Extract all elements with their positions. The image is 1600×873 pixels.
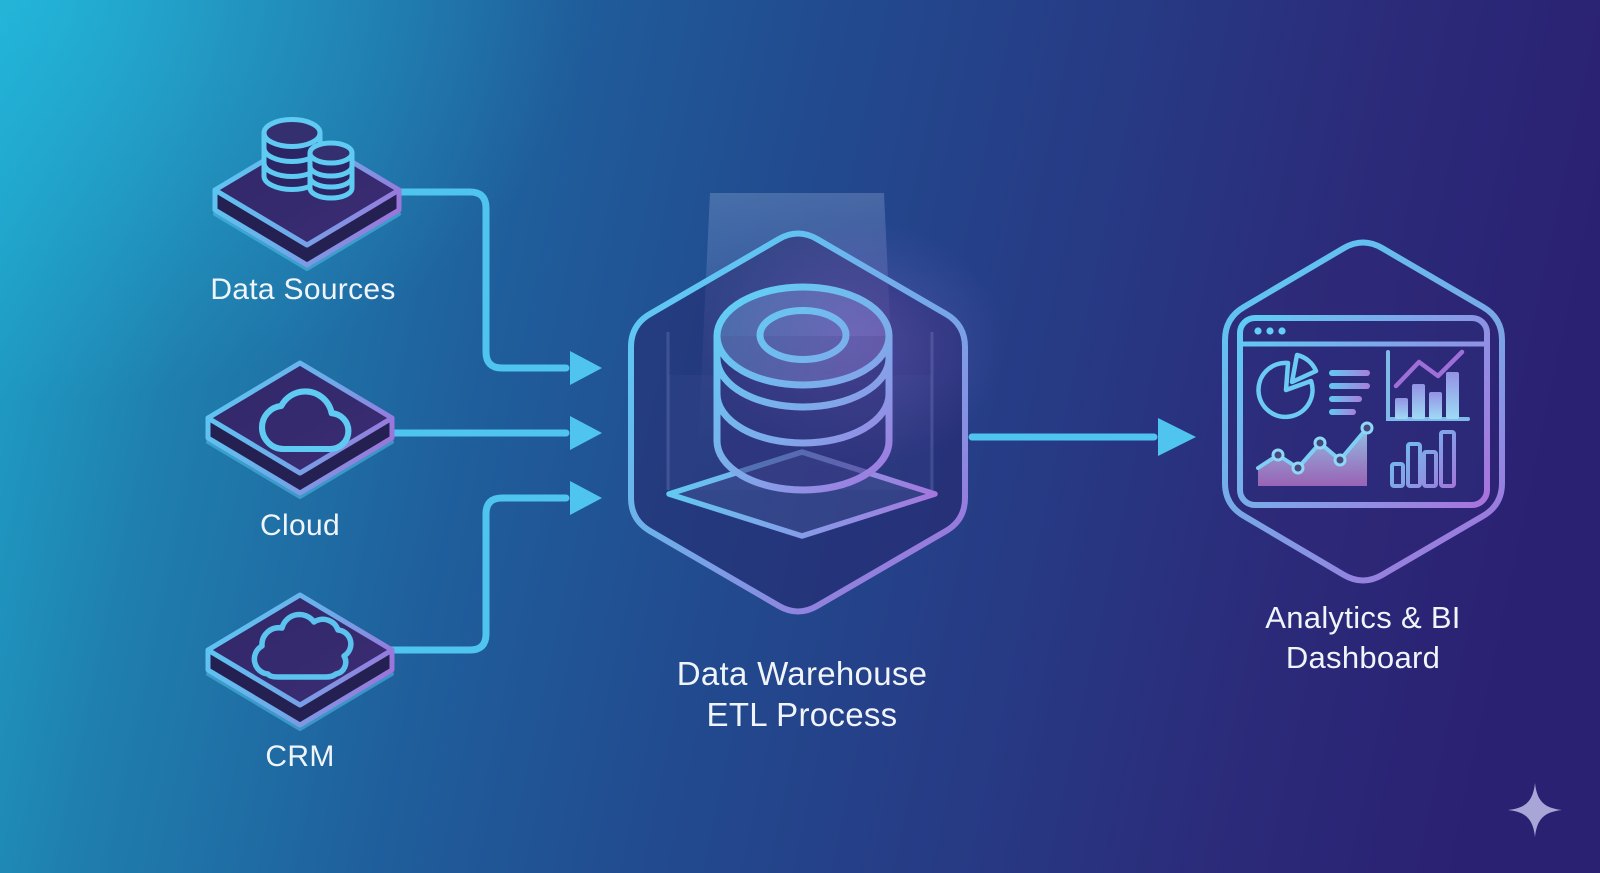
node-crm [205, 592, 395, 731]
analytics-dashboard-icon [1237, 315, 1490, 508]
warehouse-label-line1: Data Warehouse [676, 655, 928, 692]
node-warehouse [628, 193, 1005, 615]
node-dashboard [1222, 239, 1505, 584]
arrowhead-bottom [570, 481, 602, 515]
area-chart-icon [1256, 421, 1374, 486]
dashboard-label-line2: Dashboard [1285, 640, 1441, 675]
arrowhead-output [1158, 418, 1196, 456]
sparkle-icon [1508, 783, 1562, 837]
warehouse-label: Data Warehouse ETL Process [677, 653, 928, 735]
text-lines-icon [1329, 370, 1370, 415]
tile-top [205, 360, 395, 476]
arrowhead-middle [570, 416, 602, 450]
data-sources-label: Data Sources [210, 273, 396, 306]
dashboard-label-line1: Analytics & BI [1265, 600, 1461, 635]
node-data-sources [212, 117, 402, 271]
node-cloud [205, 360, 395, 499]
crm-label: CRM [265, 740, 335, 773]
crm-cloud-icon [251, 611, 354, 680]
edge-crm-to-warehouse [386, 494, 570, 654]
bar-chart-outline-icon [1390, 430, 1456, 488]
platform-diamond-outline [666, 449, 938, 539]
cloud-icon [258, 388, 352, 453]
warehouse-label-line2: ETL Process [706, 696, 898, 733]
bar-trend-chart-icon [1386, 349, 1470, 421]
browser-dots-icon [1254, 327, 1286, 335]
dashboard-label: Analytics & BI Dashboard [1265, 598, 1460, 678]
edge-data-sources-to-warehouse [386, 188, 570, 372]
hexagon-dashboard [1222, 239, 1505, 584]
tile-top [205, 592, 395, 708]
arrowhead-top [570, 351, 602, 385]
pie-chart-icon [1256, 352, 1319, 420]
database-cylinder-icon [713, 283, 893, 494]
database-stack-icon [261, 117, 355, 201]
cloud-label: Cloud [260, 509, 340, 542]
